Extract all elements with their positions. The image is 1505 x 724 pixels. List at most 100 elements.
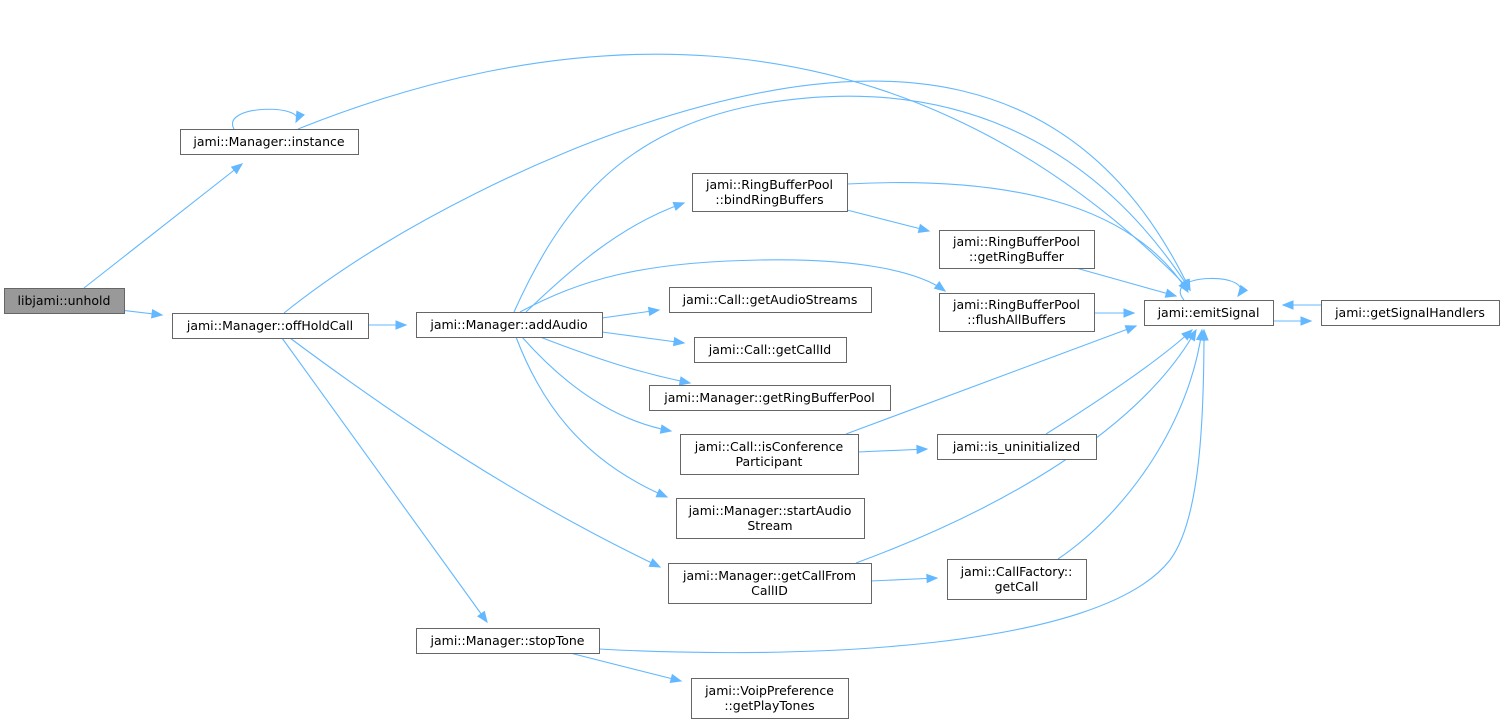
edge-arrowhead [295, 110, 305, 124]
node-box[interactable] [676, 498, 865, 539]
node-getCallId[interactable]: jami::Call::getCallId [694, 337, 847, 363]
edge-arrowhead [672, 201, 686, 211]
node-label: jami::Call::getCallId [708, 342, 831, 357]
node-getCall[interactable]: jami::CallFactory::getCall [947, 559, 1087, 600]
edge-arrowhead [395, 320, 408, 330]
edge-is_uninitialized-to-emitSignal [1045, 329, 1193, 435]
edge-arrowhead [1124, 325, 1138, 335]
node-offHoldCall[interactable]: jami::Manager::offHoldCall [172, 313, 369, 339]
edge-getCallFromCallID-to-getCall [870, 573, 939, 584]
node-bindRingBuffers[interactable]: jami::RingBufferPool::bindRingBuffers [692, 173, 848, 212]
node-box[interactable] [649, 385, 891, 411]
edge-arrowhead [678, 376, 692, 386]
node-box[interactable] [947, 559, 1087, 600]
node-box[interactable] [669, 287, 872, 313]
node-label: jami::Manager::startAudio [688, 503, 852, 518]
node-stopTone[interactable]: jami::Manager::stopTone [416, 628, 600, 654]
edge-getCallFromCallID-to-emitSignal [855, 328, 1197, 564]
node-box[interactable] [937, 434, 1097, 460]
edge-line [83, 163, 243, 289]
edge-line [598, 329, 1205, 654]
edge-isConferenceParticipant-to-is_uninitialized [857, 444, 929, 455]
node-getSignalHandlers[interactable]: jami::getSignalHandlers [1321, 300, 1500, 326]
edge-isConferenceParticipant-to-emitSignal [845, 325, 1138, 435]
edge-line [846, 209, 930, 232]
edge-arrowhead [230, 163, 244, 175]
node-box[interactable] [939, 230, 1095, 269]
node-label: Stream [747, 518, 792, 533]
node-label: jami::RingBufferPool [705, 177, 833, 192]
edge-addAudio-to-startAudioStream [515, 336, 669, 498]
edge-addAudio-to-emitSignal [513, 95, 1191, 313]
edge-line [846, 182, 1189, 293]
node-label: ::getRingBuffer [969, 249, 1065, 264]
node-box[interactable] [1144, 300, 1274, 326]
node-label: CallID [751, 583, 788, 598]
edge-line [231, 108, 298, 130]
edge-arrowhead [1300, 316, 1313, 326]
edge-line [845, 325, 1137, 435]
edge-unhold-to-offHoldCall [119, 309, 164, 319]
edges-layer [83, 53, 1321, 684]
node-getAudioStreams[interactable]: jami::Call::getAudioStreams [669, 287, 872, 313]
edge-line [297, 53, 1191, 291]
node-label: jami::Manager::getRingBufferPool [663, 390, 875, 405]
node-box[interactable] [680, 434, 859, 475]
node-is_uninitialized[interactable]: jami::is_uninitialized [937, 434, 1097, 460]
edge-addAudio-to-getAudioStreams [601, 306, 661, 319]
node-box[interactable] [691, 678, 849, 719]
node-emitSignal[interactable]: jami::emitSignal [1144, 300, 1274, 326]
node-label: jami::Manager::instance [192, 134, 344, 149]
node-getRingBufferPool[interactable]: jami::Manager::getRingBufferPool [649, 385, 891, 411]
edge-line [513, 95, 1191, 313]
node-box[interactable] [4, 288, 125, 314]
edge-arrowhead [151, 309, 164, 319]
node-box[interactable] [694, 337, 847, 363]
node-label: Participant [736, 454, 803, 469]
node-label: jami::Manager::stopTone [430, 633, 585, 648]
edge-arrowhead [1199, 328, 1209, 341]
edge-arrowhead [1281, 300, 1294, 310]
node-label: jami::is_uninitialized [952, 439, 1080, 454]
node-addAudio[interactable]: jami::Manager::addAudio [416, 312, 603, 338]
node-flushAllBuffers[interactable]: jami::RingBufferPool::flushAllBuffers [939, 293, 1095, 332]
node-box[interactable] [668, 563, 872, 604]
node-label: jami::Call::getAudioStreams [682, 292, 858, 307]
node-label: jami::getSignalHandlers [1334, 305, 1485, 320]
node-box[interactable] [939, 293, 1095, 332]
node-getRingBuffer[interactable]: jami::RingBufferPool::getRingBuffer [939, 230, 1095, 269]
edge-line [1075, 267, 1177, 297]
edge-line [569, 652, 682, 682]
node-label: jami::Manager::offHoldCall [186, 318, 353, 333]
node-box[interactable] [180, 129, 359, 155]
edge-addAudio-to-isConferenceParticipant [521, 336, 673, 434]
edge-addAudio-to-getRingBufferPool [539, 336, 692, 386]
edge-arrowhead [916, 444, 929, 455]
edge-bindRingBuffers-to-getRingBuffer [846, 209, 931, 233]
edge-line [281, 337, 488, 623]
edge-arrowhead [672, 336, 686, 347]
edge-addAudio-to-bindRingBuffers [525, 201, 686, 313]
edge-instance-to-instance [231, 108, 305, 130]
node-box[interactable] [416, 628, 600, 654]
node-getPlayTones[interactable]: jami::VoipPreference::getPlayTones [691, 678, 849, 719]
edge-line [283, 80, 1191, 314]
node-box[interactable] [1321, 300, 1500, 326]
node-label: jami::RingBufferPool [952, 297, 1080, 312]
node-label: getCall [995, 579, 1039, 594]
edge-emitSignal-to-getSignalHandlers [1273, 316, 1313, 326]
edge-line [525, 202, 685, 313]
node-unhold[interactable]: libjami::unhold [4, 288, 125, 314]
node-instance[interactable]: jami::Manager::instance [180, 129, 359, 155]
node-label: ::bindRingBuffers [715, 192, 823, 207]
node-box[interactable] [692, 173, 848, 212]
edge-arrowhead [655, 488, 669, 498]
node-box[interactable] [172, 313, 369, 339]
edge-offHoldCall-to-addAudio [368, 320, 408, 330]
node-box[interactable] [416, 312, 603, 338]
node-label: libjami::unhold [18, 293, 111, 308]
